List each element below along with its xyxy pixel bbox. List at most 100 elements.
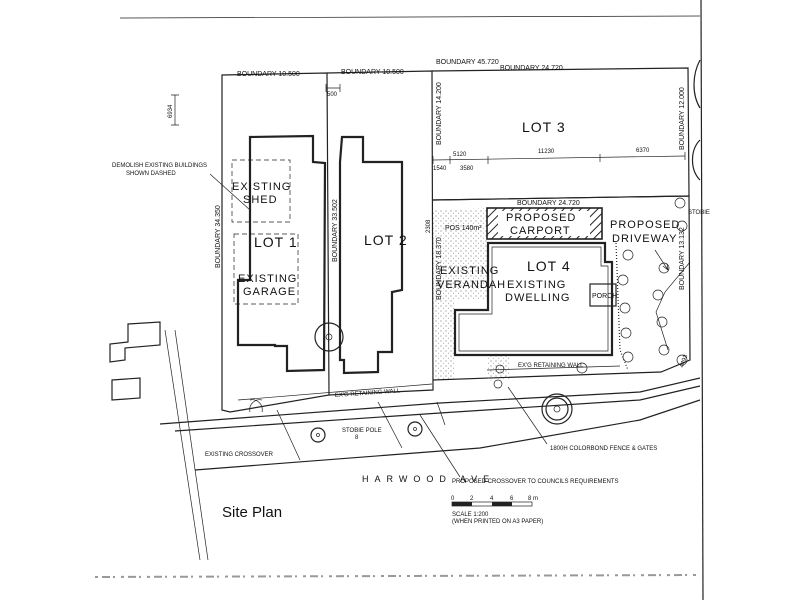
stobie-top-note: STOBIE bbox=[688, 210, 710, 216]
crossover-edge-right bbox=[377, 401, 403, 449]
neighbour-building-a bbox=[109, 321, 161, 363]
dim-11230: 11230 bbox=[538, 149, 555, 155]
existing-crossover-note: EXISTING CROSSOVER bbox=[205, 452, 274, 458]
site-plan-title: Site Plan bbox=[222, 504, 282, 521]
lot2-label: LOT 2 bbox=[364, 232, 408, 248]
lot4-crossover-edge bbox=[436, 401, 446, 426]
driveway-edge bbox=[615, 242, 629, 371]
lot2-building-outline bbox=[338, 135, 404, 375]
boundary-lot4-side: BOUNDARY 18.370 bbox=[436, 237, 443, 300]
left-setback-dim bbox=[171, 94, 179, 126]
dim-left-setback: 6934 bbox=[168, 104, 174, 118]
existing-dwelling-outline bbox=[453, 241, 614, 357]
street-kerb-upper bbox=[174, 385, 701, 432]
existing-dwelling-label-1: EXISTING bbox=[507, 279, 566, 291]
boundary-lot4-top: BOUNDARY 24.720 bbox=[517, 200, 580, 207]
dim-3580: 3580 bbox=[460, 166, 474, 172]
tree-street-mid bbox=[407, 421, 423, 437]
proposed-carport-label-bg bbox=[498, 211, 590, 236]
demolish-note-2: SHOWN DASHED bbox=[126, 171, 176, 177]
existing-shed-outline bbox=[231, 159, 291, 223]
lot4-boundary bbox=[432, 195, 691, 381]
lot12-retaining-wall bbox=[237, 383, 433, 401]
lot4-label: LOT 4 bbox=[527, 258, 571, 274]
crossover-leader bbox=[419, 414, 461, 478]
demolish-note-1: DEMOLISH EXISTING BUILDINGS bbox=[112, 163, 207, 169]
tree-lot2 bbox=[314, 322, 344, 352]
fence-note: 1800H COLORBOND FENCE & GATES bbox=[550, 446, 657, 452]
retaining-wall-note-1: EX'G RETAINING WALL bbox=[335, 388, 401, 399]
boundary-lot3-right: BOUNDARY 12.000 bbox=[679, 87, 686, 150]
lot3-dimension-ticks bbox=[432, 152, 686, 164]
tree-edge-top-right bbox=[693, 59, 701, 109]
boundary-lot3-side: BOUNDARY 14.200 bbox=[436, 82, 443, 145]
stobie-pole-number: 8 bbox=[355, 435, 359, 441]
proposed-driveway-label-2: DRIVEWAY bbox=[612, 233, 677, 245]
tree-street-right bbox=[541, 393, 573, 425]
scale-tick-2: 2 bbox=[470, 496, 474, 502]
driveway-right-edge bbox=[655, 261, 691, 351]
boundary-lot4-right: BOUNDARY 13.132 bbox=[679, 227, 686, 290]
lot1-boundary bbox=[221, 72, 330, 413]
retaining-wall-note-2: EX'G RETAINING WALL bbox=[518, 363, 584, 369]
scale-tick-0: 0 bbox=[451, 496, 455, 502]
scale-tick-8: 8 m bbox=[528, 496, 538, 502]
boundary-lot2-top: BOUNDARY 10.500 bbox=[341, 69, 404, 76]
existing-garage-label-2: GARAGE bbox=[243, 286, 296, 298]
lot1-building-outline bbox=[236, 134, 327, 373]
fence-leader bbox=[507, 386, 548, 445]
pos-label: POS 140m² bbox=[445, 225, 482, 232]
proposed-carport-label-2: CARPORT bbox=[510, 225, 571, 237]
lot3-dimension-line bbox=[432, 155, 686, 161]
proposed-driveway-label-1: PROPOSED bbox=[610, 219, 680, 231]
scale-bar bbox=[451, 501, 533, 507]
lot3-label: LOT 3 bbox=[522, 119, 566, 135]
porch-outline bbox=[589, 283, 617, 307]
existing-dwelling-label-2: DWELLING bbox=[505, 292, 570, 304]
scale-tick-4: 4 bbox=[490, 496, 494, 502]
neighbour-building-b bbox=[111, 377, 141, 401]
boundary-lot1-top: BOUNDARY 10.500 bbox=[237, 71, 300, 78]
demolish-leader bbox=[209, 173, 251, 211]
stobie-pole-note: STOBIE POLE bbox=[342, 428, 382, 434]
lot4-retaining-wall bbox=[486, 365, 621, 371]
proposed-crossover-note: PROPOSED CROSSOVER TO COUNCILS REQUIREME… bbox=[452, 479, 618, 485]
existing-dwelling-inner bbox=[458, 246, 609, 352]
lot1-label: LOT 1 bbox=[254, 234, 298, 250]
neighbour-boundary-a bbox=[164, 329, 201, 561]
street-kerb-lower bbox=[194, 399, 701, 471]
stobie-arrow bbox=[654, 249, 669, 271]
street-name: HARWOOD AVE bbox=[362, 474, 495, 484]
pos-area bbox=[433, 208, 487, 380]
crossover-edge-left bbox=[276, 409, 301, 461]
scan-right-edge bbox=[700, 0, 704, 600]
dim-1540: 1540 bbox=[433, 166, 447, 172]
scale-tick-6: 6 bbox=[510, 496, 514, 502]
lot2-boundary bbox=[326, 70, 434, 396]
boundary-lot1-side: BOUNDARY 34.350 bbox=[215, 205, 222, 268]
gate-swing bbox=[249, 399, 263, 413]
proposed-carport-label-1: PROPOSED bbox=[506, 212, 576, 224]
existing-verandah-label-1: EXISTING bbox=[440, 265, 499, 277]
existing-shed-label-1: EXISTING bbox=[232, 181, 291, 193]
porch-label: PORCH bbox=[592, 293, 617, 300]
top500-dim bbox=[325, 84, 341, 92]
driveway-tree-markers bbox=[493, 197, 688, 389]
tree-street-left bbox=[310, 427, 326, 443]
tree-edge-right bbox=[691, 139, 701, 181]
scale-note: (WHEN PRINTED ON A3 PAPER) bbox=[452, 519, 543, 525]
boundary-total-top: BOUNDARY 45.720 bbox=[436, 59, 499, 66]
side-stipple-strip bbox=[487, 354, 510, 381]
neighbour-boundary-b bbox=[174, 329, 209, 561]
front-boundary-line bbox=[159, 377, 701, 425]
existing-garage-outline bbox=[233, 233, 299, 305]
scan-footer-smudge bbox=[94, 574, 701, 578]
dim-5120: 5120 bbox=[453, 152, 467, 158]
boundary-lot3-top: BOUNDARY 24.720 bbox=[500, 65, 563, 72]
dim-6370: 6370 bbox=[636, 148, 650, 154]
scale-label: SCALE 1:200 bbox=[452, 512, 489, 518]
dim-2308: 2308 bbox=[426, 219, 432, 233]
existing-shed-label-2: SHED bbox=[243, 194, 278, 206]
dim-top-500: 500 bbox=[327, 92, 338, 98]
